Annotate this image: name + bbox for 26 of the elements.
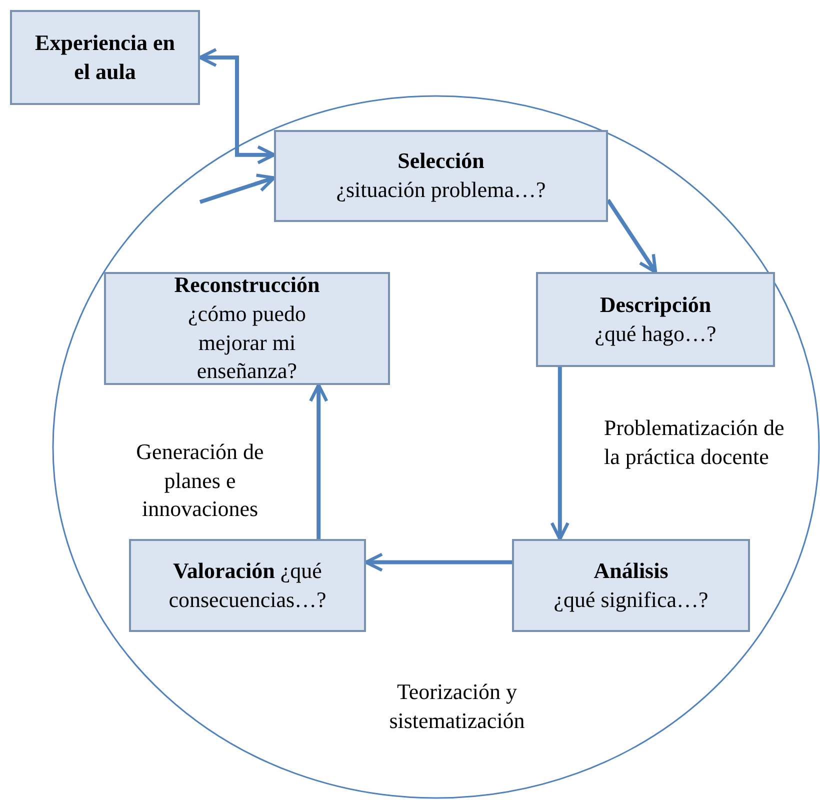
process-box <box>10 10 200 105</box>
arrow <box>550 367 570 541</box>
arrow <box>198 48 276 164</box>
box-heading: Reconstrucción <box>173 271 321 300</box>
process-box <box>512 539 750 632</box>
box-text: ¿cómo puedo mejorar mi enseñanza? <box>187 300 307 386</box>
box-text: Experiencia en el aula <box>34 28 176 86</box>
box-heading: Análisis <box>592 556 670 585</box>
cycle-circle <box>52 95 820 799</box>
process-box <box>536 272 775 367</box>
box-text: Valoración ¿qué consecuencias…? <box>168 556 328 614</box>
box-heading: Selección <box>396 147 486 176</box>
arrow <box>309 383 328 539</box>
note-text: Teorización y sistematización <box>388 678 526 735</box>
process-box <box>129 539 366 632</box>
arrow <box>364 552 512 572</box>
process-box <box>104 272 390 385</box>
edge-label: Generación de planes e innovaciones <box>135 438 265 524</box>
process-box <box>274 130 608 222</box>
box-heading: Descripción <box>598 290 712 319</box>
box-text: ¿qué hago…? <box>594 320 718 348</box>
edge-label: Problematización de la práctica docente <box>604 414 786 471</box>
arrow <box>606 198 658 274</box>
box-text: ¿qué significa…? <box>552 586 710 614</box>
box-text: ¿situación problema…? <box>335 176 547 204</box>
arrow <box>199 174 276 204</box>
